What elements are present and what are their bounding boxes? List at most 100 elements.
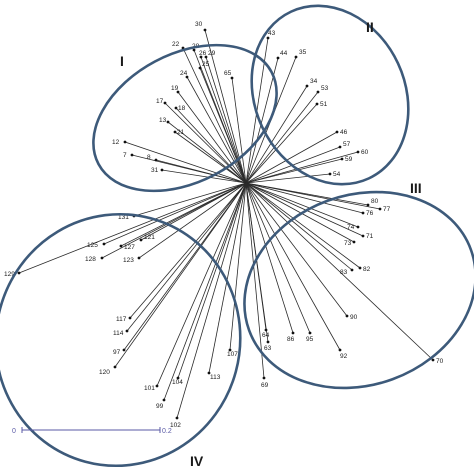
cluster-IV-outline [0,212,242,468]
leaf-label-29: 29 [208,50,216,57]
branch-114 [126,182,247,332]
leaf-label-53: 53 [321,85,329,92]
leaf-label-60: 60 [361,149,369,156]
cluster-label-II: II [366,19,374,35]
branch-117 [129,182,247,319]
leaf-label-57: 57 [343,141,351,148]
leaf-label-104: 104 [172,379,183,386]
leaf-label-129: 129 [4,271,15,278]
leaf-label-7: 7 [123,152,127,159]
tip-19 [176,90,180,94]
tip-44 [276,56,280,60]
leaf-label-51: 51 [320,101,328,108]
leaf-label-43: 43 [268,30,276,37]
tip-21 [173,130,177,134]
branch-21 [174,131,247,184]
leaf-label-97: 97 [113,349,121,356]
branch-97 [123,182,247,351]
branch-34 [245,85,308,184]
tip-114 [125,329,129,333]
branch-120 [114,182,247,368]
branch-18 [175,107,247,184]
leaf-label-18: 18 [178,105,186,112]
tip-117 [128,316,132,320]
tip-74 [356,225,360,229]
tip-28 [192,48,196,52]
tip-53 [316,90,320,94]
leaf-label-74: 74 [347,224,355,231]
branch-22 [182,47,247,184]
leaf-label-12: 12 [112,139,120,146]
branch-102 [176,182,247,419]
branch-31 [161,169,247,184]
branch-77 [245,182,381,210]
leaf-label-64: 64 [262,332,270,339]
branch-19 [177,91,247,184]
branch-99 [163,182,247,401]
leaf-label-8: 8 [147,154,151,161]
tip-125 [102,242,106,246]
tip-101 [155,384,159,388]
tip-12 [123,140,127,144]
leaf-label-63: 63 [264,345,272,352]
tip-80 [366,203,370,207]
tip-90 [345,314,349,318]
tip-24 [185,75,189,79]
leaf-label-131: 131 [118,214,129,221]
leaf-label-34: 34 [310,78,318,85]
leaf-label-123: 123 [123,257,134,264]
branch-70 [245,182,434,361]
branch-128 [101,182,247,259]
tip-51 [315,102,319,106]
branch-95 [245,182,311,334]
branch-44 [245,57,279,184]
branch-107 [229,182,247,351]
tree-branches [18,29,434,419]
leaf-label-120: 120 [99,369,110,376]
tip-59 [340,157,344,161]
branch-83 [245,182,353,271]
leaf-label-46: 46 [340,129,348,136]
branch-121 [140,182,247,241]
branch-51 [245,103,318,184]
branch-104 [177,182,247,379]
tip-26 [199,55,203,59]
branch-73 [245,182,355,243]
cluster-label-I: I [120,53,124,69]
tip-102 [175,416,179,420]
leaf-label-26: 26 [199,50,207,57]
branch-92 [245,182,341,351]
leaf-label-121: 121 [144,234,155,241]
tip-104 [176,376,180,380]
branch-90 [245,182,348,317]
branch-53 [245,91,319,184]
leaf-label-101: 101 [144,385,155,392]
tip-46 [335,130,339,134]
scale-bar-start: 0 [12,428,16,435]
branch-74 [245,182,359,228]
branch-46 [245,131,338,184]
leaf-label-35: 35 [299,49,307,56]
branch-8 [155,159,247,184]
scale-bar-end: 0.2 [162,428,172,435]
leaf-label-92: 92 [340,353,348,360]
branch-123 [138,182,247,259]
leaf-label-113: 113 [210,374,221,381]
leaf-label-70: 70 [436,358,444,365]
leaf-label-125: 125 [87,242,98,249]
leaf-label-19: 19 [171,85,179,92]
tip-7 [130,153,134,157]
tip-18 [174,106,178,110]
tip-97 [122,348,126,352]
leaf-label-71: 71 [366,233,374,240]
leaf-label-128: 128 [85,256,96,263]
tip-95 [308,331,312,335]
leaf-label-90: 90 [350,314,358,321]
leaf-label-25: 25 [202,61,210,68]
tip-127 [119,244,123,248]
tip-107 [228,348,232,352]
leaf-label-31: 31 [151,167,159,174]
branch-25 [199,67,247,184]
branch-71 [245,182,364,237]
leaf-label-13: 13 [159,117,167,124]
